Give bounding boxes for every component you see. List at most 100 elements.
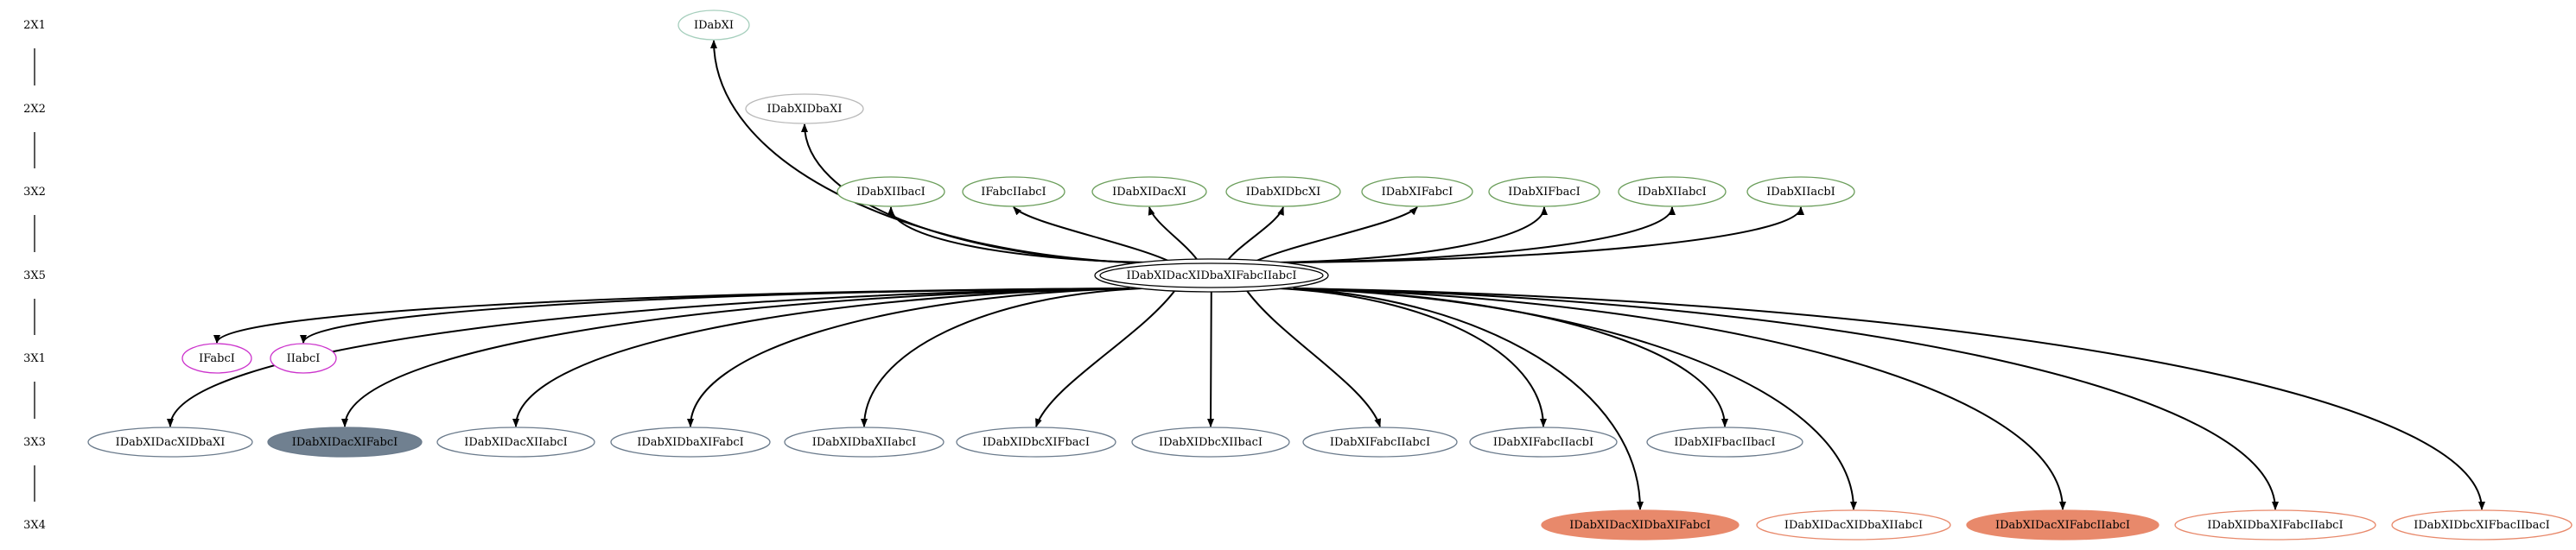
graph-node[interactable]: IDabXIDbaXI bbox=[745, 93, 864, 124]
graph-node[interactable]: IDabXIDbaXIFabcIIabcI bbox=[2174, 509, 2376, 541]
node-label: IDabXIDbcXI bbox=[1246, 186, 1320, 199]
node-ellipse bbox=[836, 176, 945, 207]
graph-node[interactable]: IDabXIIabcI bbox=[1618, 176, 1727, 207]
node-ellipse bbox=[1361, 176, 1473, 207]
graph-node[interactable]: IDabXIFabcI bbox=[1361, 176, 1473, 207]
edge-arrow bbox=[1293, 288, 2066, 510]
edge-arrow bbox=[1207, 288, 1215, 427]
central-node[interactable]: IDabXIDacXIDbaXIFabcIIabcI bbox=[1094, 258, 1329, 293]
rank-label: 2X2 bbox=[23, 103, 46, 116]
edge-arrow bbox=[1148, 206, 1200, 263]
node-label: IDabXIDbaXIIabcI bbox=[812, 436, 917, 449]
graph-node[interactable]: IDabXIDbcXIFbacI bbox=[956, 427, 1116, 458]
node-label: IDabXIDacXIDbaXIFabcI bbox=[1569, 519, 1710, 532]
graph-node[interactable]: IDabXIDacXIIabcI bbox=[436, 427, 595, 458]
node-ellipse bbox=[270, 343, 337, 374]
graph-node[interactable]: IDabXIFbacI bbox=[1488, 176, 1600, 207]
graph-node[interactable]: IIabcI bbox=[270, 343, 337, 374]
edge-arrow bbox=[1013, 206, 1173, 263]
edge-arrow bbox=[1293, 288, 2485, 510]
graph-node[interactable]: IDabXIIbacI bbox=[836, 176, 945, 207]
graph-node[interactable]: IDabXIDacXIDbaXIFabcI bbox=[1541, 509, 1740, 541]
graph-node[interactable]: IFabcI bbox=[181, 343, 252, 374]
node-label: IDabXIIacbI bbox=[1766, 186, 1835, 199]
node-ellipse bbox=[745, 93, 864, 124]
node-ellipse bbox=[610, 427, 771, 458]
graph-node[interactable]: IDabXIFabcIIacbI bbox=[1469, 427, 1618, 458]
node-label: IDabXIFbacI bbox=[1508, 186, 1581, 199]
rank-label: 3X2 bbox=[23, 186, 46, 199]
node-ellipse bbox=[1541, 509, 1740, 541]
edge-arrow bbox=[1293, 206, 1676, 263]
node-ellipse bbox=[87, 427, 253, 458]
node-label: IDabXIDbcXIIbacI bbox=[1159, 436, 1263, 449]
graph-node[interactable]: IDabXI bbox=[677, 9, 750, 41]
graph-node[interactable]: IFabcIIabcI bbox=[962, 176, 1065, 207]
edge-arrow bbox=[1293, 288, 1857, 510]
node-label: IDabXIFabcI bbox=[1382, 186, 1453, 199]
graph-node[interactable]: IDabXIDacXIFabcI bbox=[267, 427, 423, 458]
graph-node[interactable]: IDabXIDacXIFabcIIabcI bbox=[1966, 509, 2159, 541]
node-ellipse bbox=[1225, 176, 1341, 207]
edge-arrow bbox=[300, 288, 1130, 344]
edge-arrow bbox=[887, 206, 1148, 263]
edge-arrow bbox=[687, 288, 1130, 427]
rank-label: 3X3 bbox=[23, 436, 46, 449]
rank-label: 2X1 bbox=[23, 19, 46, 32]
node-label: IDabXIFabcIIacbI bbox=[1493, 436, 1593, 449]
node-label: IDabXIFbacIIbacI bbox=[1674, 436, 1775, 449]
node-ellipse bbox=[1756, 509, 1951, 541]
node-label: IDabXIDacXIFabcI bbox=[292, 436, 398, 449]
node-ellipse bbox=[1488, 176, 1600, 207]
node-label: IDabXI bbox=[694, 19, 734, 32]
node-label: IDabXIDacXI bbox=[1112, 186, 1186, 199]
graph-node[interactable]: IDabXIDbaXIFabcI bbox=[610, 427, 771, 458]
graph-node[interactable]: IDabXIDbaXIIabcI bbox=[784, 427, 945, 458]
node-ellipse bbox=[1618, 176, 1727, 207]
node-ellipse bbox=[436, 427, 595, 458]
node-label: IDabXIDbaXIFabcI bbox=[637, 436, 744, 449]
graph-node[interactable]: IDabXIDbcXIIbacI bbox=[1131, 427, 1290, 458]
edge-arrow bbox=[1035, 288, 1178, 427]
node-label: IFabcI bbox=[199, 352, 235, 365]
node-ellipse bbox=[677, 9, 750, 41]
node-label: IDabXIDbaXI bbox=[767, 103, 843, 116]
graph-node[interactable]: IDabXIDbcXIFbacIIbacI bbox=[2391, 509, 2573, 541]
edge-arrow bbox=[1252, 206, 1418, 263]
node-ellipse bbox=[2174, 509, 2376, 541]
edge-arrow bbox=[1224, 206, 1284, 263]
graph-node[interactable]: IDabXIDacXI bbox=[1091, 176, 1207, 207]
graph-node[interactable]: IDabXIFbacIIbacI bbox=[1646, 427, 1803, 458]
graph-node[interactable]: IDabXIDacXIDbaXIIabcI bbox=[1756, 509, 1951, 541]
rank-label: 3X1 bbox=[23, 352, 46, 365]
node-label: IDabXIIabcI bbox=[1638, 186, 1707, 199]
node-ellipse bbox=[181, 343, 252, 374]
node-layer: IDabXIDacXIDbaXIFabcIIabcI IDabXI IDabXIDb… bbox=[87, 9, 2573, 541]
edge-arrow bbox=[1277, 206, 1548, 263]
node-ellipse bbox=[1091, 176, 1207, 207]
edge-arrow bbox=[1244, 288, 1382, 427]
graph-node[interactable]: IDabXIDacXIDbaXI bbox=[87, 427, 253, 458]
edge-arrow bbox=[341, 288, 1130, 427]
edge-arrow bbox=[1293, 288, 2279, 510]
edge-arrow bbox=[167, 288, 1130, 427]
node-label: IIabcI bbox=[287, 352, 321, 365]
edge-arrow bbox=[1293, 288, 1644, 510]
node-ellipse bbox=[1966, 509, 2159, 541]
edge-arrow bbox=[861, 288, 1142, 427]
node-label: IDabXIDacXIFabcIIabcI bbox=[1995, 519, 2130, 532]
graph-node[interactable]: IDabXIDbcXI bbox=[1225, 176, 1341, 207]
node-label: IDabXIDbcXIFbacI bbox=[983, 436, 1090, 449]
node-ellipse bbox=[267, 427, 423, 458]
graph-node[interactable]: IDabXIIacbI bbox=[1746, 176, 1855, 207]
edge-arrow bbox=[801, 123, 1130, 263]
node-ellipse bbox=[1094, 258, 1329, 293]
node-ellipse bbox=[2391, 509, 2573, 541]
node-label: IDabXIDacXIDbaXIIabcI bbox=[1784, 519, 1923, 532]
edge-arrow bbox=[1277, 288, 1547, 427]
edge-layer bbox=[167, 40, 2485, 510]
graph-node[interactable]: IDabXIFabcIIabcI bbox=[1302, 427, 1458, 458]
